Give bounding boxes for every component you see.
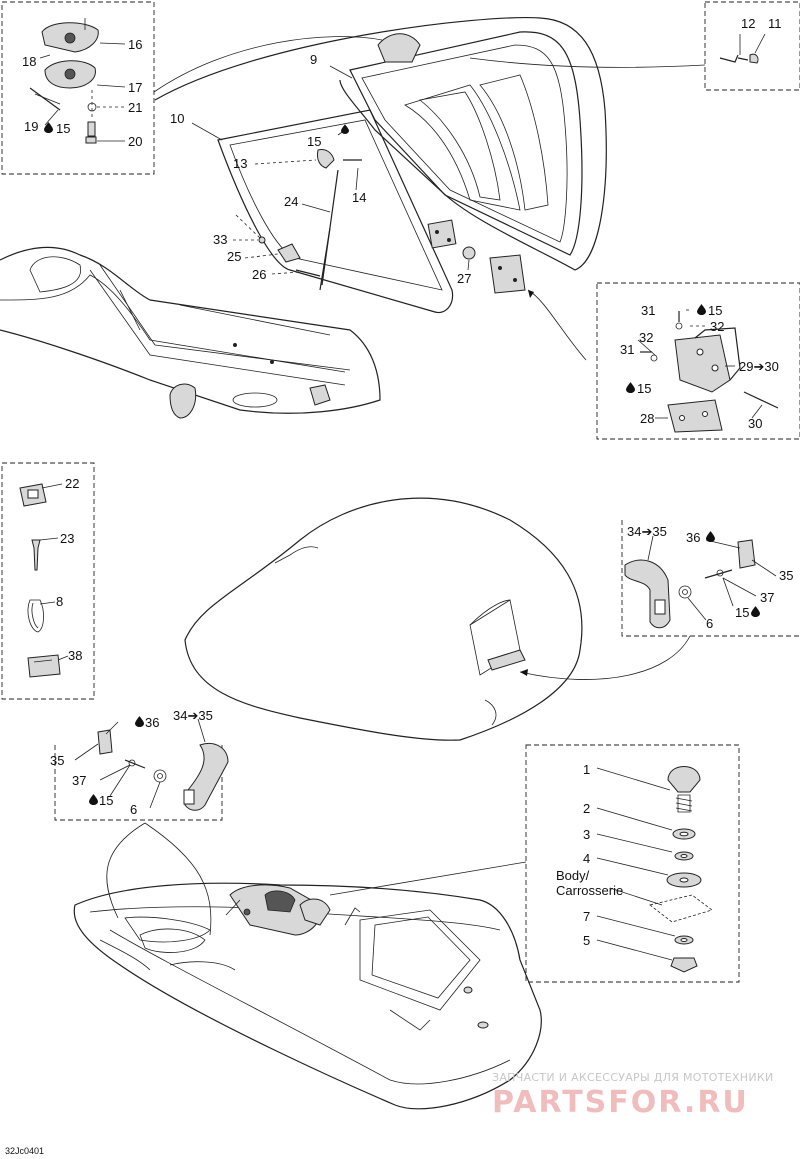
callout-32: 32 [710, 319, 724, 334]
fasteners-box [1, 462, 95, 700]
drop-icon [135, 716, 144, 727]
watermark-caption: ЗАПЧАСТИ И АКСЕССУАРЫ ДЛЯ МОТОТЕХНИКИ [492, 1071, 774, 1084]
callout-31: 31 [620, 342, 634, 357]
callout-15: 15 [99, 793, 113, 808]
callout-23: 23 [60, 531, 74, 546]
callout-14: 14 [352, 190, 366, 205]
callout-37: 37 [760, 590, 774, 605]
drop-icon [626, 382, 635, 393]
callout-36: 36 [145, 715, 159, 730]
callout-5: 5 [583, 933, 590, 948]
callout-11: 11 [768, 16, 782, 31]
callout-4: 4 [583, 851, 590, 866]
callout-15: 15 [708, 303, 722, 318]
body-label-fr: Carrosserie [556, 883, 623, 898]
callout-2: 2 [583, 801, 590, 816]
callout-10: 10 [170, 111, 184, 126]
callout-30: 30 [748, 416, 762, 431]
drop-icon [89, 794, 98, 805]
callout-33: 33 [213, 232, 227, 247]
watermark-brand: PARTSFOR.RU [492, 1085, 749, 1120]
callout-19: 19 [24, 119, 38, 134]
callout-1: 1 [583, 762, 590, 777]
callout-32: 32 [639, 330, 653, 345]
callout-15: 15 [637, 381, 651, 396]
diagram-code: 32Jc0401 [5, 1146, 44, 1156]
callout-3: 3 [583, 827, 590, 842]
group-boxes [1, 1, 800, 983]
callout-31: 31 [641, 303, 655, 318]
hinge-parts [640, 311, 779, 433]
callout-18: 18 [22, 54, 36, 69]
callout-7: 7 [583, 909, 590, 924]
callout-25: 25 [227, 249, 241, 264]
hinge-detail-box [596, 282, 800, 440]
lubricant-drop-icons [44, 122, 760, 805]
hull-bottom-illustration [73, 882, 542, 1110]
callout-labels: 16 18 17 21 19 15 20 12 11 9 10 15 13 14… [22, 16, 793, 948]
drop-icon [697, 304, 706, 315]
mount-stack-box [525, 744, 740, 983]
mount-stack-parts [649, 766, 713, 973]
latch-detail-box [1, 1, 155, 175]
storage-lid-illustration [154, 17, 607, 314]
callout-38: 38 [68, 648, 82, 663]
callout-28: 28 [640, 411, 654, 426]
callout-22: 22 [65, 476, 79, 491]
drop-icon [341, 124, 349, 134]
callout-29-30: 29➔30 [739, 359, 779, 374]
callout-12: 12 [741, 16, 755, 31]
callout-15: 15 [735, 605, 749, 620]
callout-27: 27 [457, 271, 471, 286]
callout-6: 6 [130, 802, 137, 817]
callout-6: 6 [706, 616, 713, 631]
handle-parts-left [97, 729, 229, 811]
callout-17: 17 [128, 80, 142, 95]
callout-8: 8 [56, 594, 63, 609]
leader-lines [39, 33, 777, 961]
callout-9: 9 [310, 52, 317, 67]
drop-icon [706, 531, 715, 542]
callout-15: 15 [56, 121, 70, 136]
callout-16: 16 [128, 37, 142, 52]
console-cover-illustration [184, 497, 583, 741]
handle-parts-right [624, 539, 756, 629]
callout-21: 21 [128, 100, 142, 115]
callout-35: 35 [779, 568, 793, 583]
callout-37: 37 [72, 773, 86, 788]
drop-icon [751, 606, 760, 617]
callout-13: 13 [233, 156, 247, 171]
latch-parts [29, 18, 99, 144]
body-label-en: Body/ [556, 868, 590, 883]
callout-35: 35 [50, 753, 64, 768]
watermark: ЗАПЧАСТИ И АКСЕССУАРЫ ДЛЯ МОТОТЕХНИКИ PA… [492, 1071, 774, 1120]
handle-box-right [621, 520, 800, 637]
callout-36: 36 [686, 530, 700, 545]
callout-34-35: 34➔35 [627, 524, 667, 539]
rod-detail-box [704, 1, 800, 91]
callout-34-35: 34➔35 [173, 708, 213, 723]
callout-20: 20 [128, 134, 142, 149]
callout-26: 26 [252, 267, 266, 282]
hull-aft-illustration [0, 246, 381, 419]
fastener-parts [19, 483, 61, 678]
drop-icon [44, 122, 53, 133]
rod-parts [719, 53, 759, 64]
callout-15: 15 [307, 134, 321, 149]
callout-24: 24 [284, 194, 298, 209]
reference-lines [106, 36, 706, 936]
